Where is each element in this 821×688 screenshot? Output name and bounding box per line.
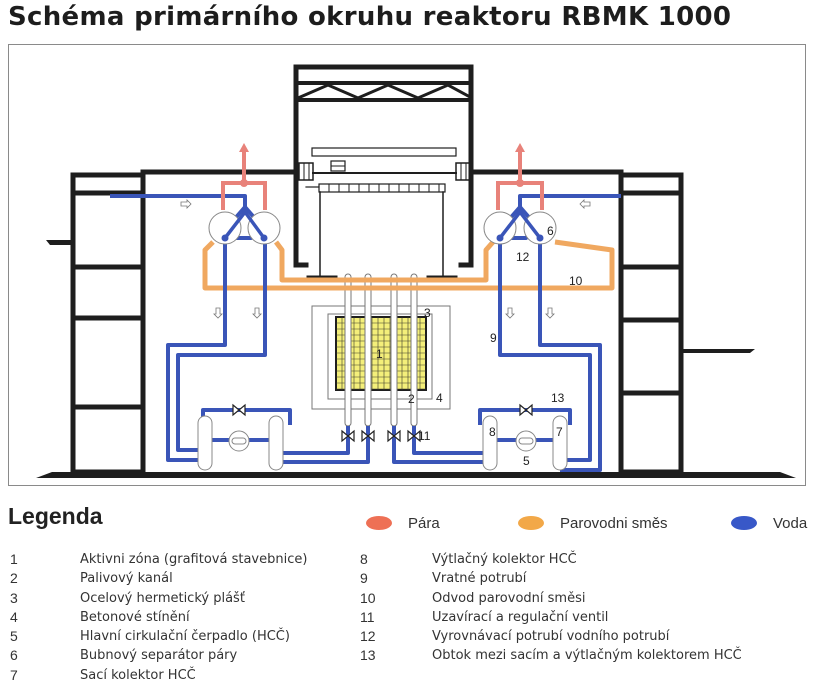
callouts: 1 2 3 4 5 6 7 8 9 10 11 12 13 [376,224,583,468]
suction-collector [552,415,568,471]
bypass-valve-icon [519,403,533,417]
crane-beam [311,147,457,157]
control-valve-icon [387,429,401,443]
callout-9: 9 [490,331,497,345]
callout-5: 5 [523,454,530,468]
legend-swatch-steam: Pára [366,513,440,533]
ground-slab [36,472,796,478]
legend-swatch-water: Voda [731,513,807,533]
steam-outlet-arrows [239,143,525,187]
mixture-swatch [518,516,544,530]
separator-drum [523,211,557,245]
callout-3: 3 [424,306,431,320]
callout-8: 8 [489,425,496,439]
water-swatch [731,516,757,530]
fuel-channel [344,273,352,427]
fuel-channel [390,273,398,427]
legend-swatch-label: Voda [773,514,808,532]
central-hall [293,64,474,268]
steam-pipes [221,150,544,210]
callout-7: 7 [556,425,563,439]
flow-arrows [180,199,591,319]
collectors [197,415,568,471]
reactor [311,273,451,427]
control-valve-icon [361,429,375,443]
callout-13: 13 [551,391,565,405]
callout-10: 10 [569,274,583,288]
legend-swatch-mixture: Parovodni směs [518,513,668,533]
callout-4: 4 [436,391,443,405]
separator-drum [208,211,242,245]
legend-swatch-label: Pára [408,514,440,532]
suction-collector [268,415,284,471]
control-valve-icon [407,429,421,443]
callout-11: 11 [418,429,431,443]
callout-1: 1 [376,347,383,361]
diagram-frame [8,44,806,486]
building-structure [36,64,796,478]
diagram-title: Schéma primárního okruhu reaktoru RBMK 1… [8,2,732,32]
steam-swatch [366,516,392,530]
valves [232,403,533,443]
drum-separators [208,211,557,245]
legend-swatch-label: Parovodni směs [560,514,668,532]
mixture-pipes [202,239,615,291]
callout-6: 6 [547,224,554,238]
right-tower [618,172,684,475]
separator-drum [247,211,281,245]
legend-title: Legenda [8,503,103,529]
refuelling-rail [318,183,446,193]
separator-drum [483,211,517,245]
pressure-collector [482,415,498,471]
fuel-channel [364,273,372,427]
control-valve-icon [341,429,355,443]
callout-12: 12 [516,250,530,264]
left-tower [70,172,146,475]
bypass-valve-icon [232,403,246,417]
reactor-schematic: 1 2 3 4 5 6 7 8 9 10 11 12 13 [36,64,796,478]
callout-2: 2 [408,392,415,406]
pressure-collector [197,415,213,471]
